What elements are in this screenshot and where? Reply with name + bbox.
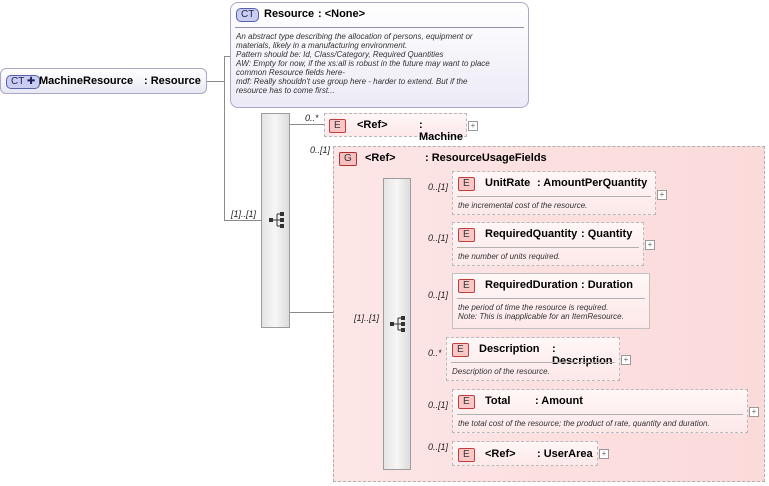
- base-type-type: : <None>: [318, 8, 366, 20]
- description-name: Description: [479, 343, 540, 355]
- group-name: : ResourceUsageFields: [425, 152, 547, 164]
- requiredduration-cardinality: 0..[1]: [428, 290, 449, 300]
- connector-machine: [290, 124, 324, 125]
- userarea-cardinality: 0..[1]: [428, 442, 449, 452]
- machine-cardinality: 0..*: [305, 113, 319, 123]
- base-type-name: Resource: [264, 8, 315, 20]
- group-cardinality: 0..[1]: [310, 145, 331, 155]
- connector-base: [224, 56, 231, 57]
- machine-ref-type: : Machine: [419, 119, 464, 143]
- userarea-ref-label: <Ref>: [485, 448, 516, 460]
- requiredduration-name: RequiredDuration: [485, 279, 578, 291]
- connector-root: [207, 81, 224, 82]
- base-type-description: An abstract type describing the allocati…: [236, 32, 490, 95]
- userarea-ref-element[interactable]: E <Ref> : UserArea: [452, 441, 598, 466]
- unitrate-element[interactable]: E UnitRate : AmountPerQuantity the incre…: [452, 171, 656, 215]
- divider: [235, 27, 524, 28]
- group-badge: G: [339, 152, 357, 166]
- root-complex-type[interactable]: CT ✚ MachineResource : Resource: [0, 68, 207, 94]
- total-element[interactable]: E Total : Amount the total cost of the r…: [452, 389, 748, 433]
- element-badge: E: [458, 228, 475, 242]
- element-badge: E: [458, 448, 475, 462]
- complex-type-badge: CT ✚: [6, 75, 41, 89]
- unitrate-name: UnitRate: [485, 177, 531, 189]
- userarea-ref-type: : UserArea: [537, 448, 593, 460]
- root-sequence[interactable]: [261, 113, 290, 328]
- expand-icon[interactable]: +: [468, 121, 478, 131]
- requiredquantity-type: : Quantity: [581, 228, 633, 240]
- machine-ref-element[interactable]: E <Ref> : Machine: [324, 113, 467, 143]
- root-sequence-cardinality: [1]..[1]: [231, 209, 257, 219]
- group-sequence-cardinality: [1]..[1]: [354, 313, 380, 323]
- total-name: Total: [485, 395, 511, 407]
- total-description: the total cost of the resource; the prod…: [458, 419, 710, 428]
- element-badge: E: [329, 119, 346, 133]
- requiredduration-type: : Duration: [581, 279, 633, 291]
- divider: [457, 196, 651, 197]
- requiredduration-description: the period of time the resource is requi…: [458, 303, 624, 321]
- element-badge: E: [452, 343, 469, 357]
- description-element[interactable]: E Description : Description Description …: [446, 337, 620, 381]
- total-cardinality: 0..[1]: [428, 400, 449, 410]
- expand-icon[interactable]: +: [645, 240, 655, 250]
- machine-ref-label: <Ref>: [357, 119, 388, 131]
- complex-type-badge: CT: [236, 8, 260, 22]
- divider: [457, 298, 645, 299]
- connector-group: [290, 312, 334, 313]
- divider: [451, 362, 615, 363]
- root-name: MachineResource: [39, 75, 134, 87]
- requiredquantity-description: the number of units required.: [458, 252, 561, 261]
- group-ref-label: <Ref>: [365, 152, 396, 164]
- total-type: : Amount: [535, 395, 583, 407]
- sequence-icon: [390, 316, 405, 332]
- unitrate-cardinality: 0..[1]: [428, 182, 449, 192]
- divider: [457, 414, 743, 415]
- element-badge: E: [458, 395, 475, 409]
- requiredduration-element[interactable]: E RequiredDuration : Duration the period…: [452, 273, 650, 329]
- connector-sequence: [224, 220, 261, 221]
- expand-icon[interactable]: +: [749, 407, 759, 417]
- group-sequence[interactable]: [383, 178, 411, 470]
- unitrate-description: the incremental cost of the resource.: [458, 201, 588, 210]
- unitrate-type: : AmountPerQuantity: [537, 177, 648, 189]
- expand-icon[interactable]: +: [621, 355, 631, 365]
- requiredquantity-cardinality: 0..[1]: [428, 233, 449, 243]
- element-badge: E: [458, 279, 475, 293]
- requiredquantity-element[interactable]: E RequiredQuantity : Quantity the number…: [452, 222, 644, 266]
- description-cardinality: 0..*: [428, 348, 442, 358]
- description-description: Description of the resource.: [452, 367, 550, 376]
- requiredquantity-name: RequiredQuantity: [485, 228, 578, 240]
- root-type: : Resource: [144, 75, 201, 87]
- base-type-box[interactable]: CT Resource : <None> An abstract type de…: [230, 2, 529, 108]
- expand-icon[interactable]: +: [657, 190, 667, 200]
- description-type: : Description: [552, 343, 613, 367]
- expand-icon[interactable]: +: [599, 449, 609, 459]
- sequence-icon: [269, 212, 284, 228]
- divider: [457, 247, 639, 248]
- element-badge: E: [458, 177, 475, 191]
- connector-root-vertical: [224, 56, 225, 220]
